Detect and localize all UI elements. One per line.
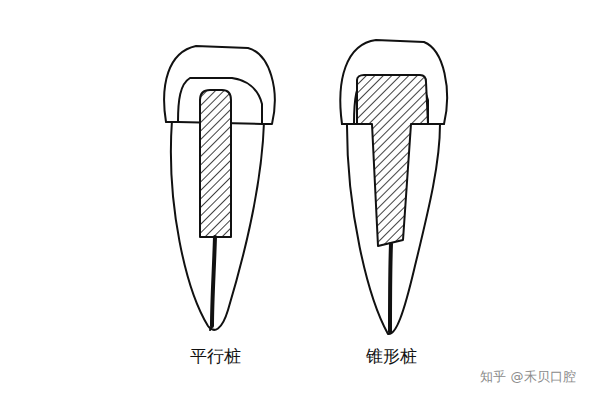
parallel-post-tooth [164, 46, 275, 330]
post-type-label: 锥形桩 [366, 345, 417, 368]
post-type-label: 平行桩 [190, 345, 241, 368]
tapered-post-tooth [340, 40, 447, 334]
watermark: 知乎 @禾贝口腔 [480, 368, 575, 386]
